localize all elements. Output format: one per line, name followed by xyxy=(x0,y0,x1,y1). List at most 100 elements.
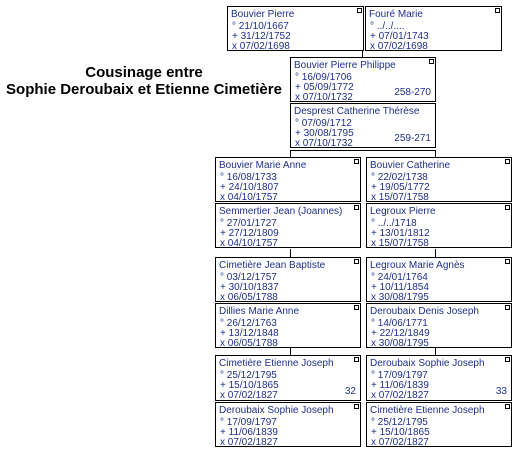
person-marriage: x 07/02/1827 xyxy=(220,437,278,447)
person-name: Legroux Pierre xyxy=(370,206,436,217)
person-birth: ° 14/06/1771 xyxy=(371,318,428,329)
box-corner-marker xyxy=(354,357,359,362)
person-marriage: x 06/05/1788 xyxy=(220,292,278,302)
box-corner-marker xyxy=(505,404,510,409)
box-corner-marker xyxy=(505,305,510,310)
person-death: + 05/09/1772 xyxy=(295,82,354,93)
person-box-foure-marie[interactable]: Fouré Marie ° ../../.... + 07/01/1743 x … xyxy=(365,6,502,51)
person-name: Cimetière Jean Baptiste xyxy=(219,260,326,271)
person-death: + 15/10/1865 xyxy=(371,427,430,438)
person-name: Deroubaix Denis Joseph xyxy=(370,306,479,317)
title-line-2: Sophie Deroubaix et Etienne Cimetière xyxy=(6,81,282,98)
person-death: + 27/12/1809 xyxy=(220,228,279,239)
box-corner-marker xyxy=(354,404,359,409)
person-marriage: x 30/08/1795 xyxy=(371,292,429,302)
person-marriage: x 15/07/1758 xyxy=(371,192,429,202)
connector xyxy=(290,249,291,257)
person-birth: ° 16/08/1733 xyxy=(220,172,277,183)
person-box-legroux-pierre[interactable]: Legroux Pierre ° ../../1718 + 13/01/1812… xyxy=(366,203,512,248)
connector xyxy=(290,150,291,157)
person-death: + 10/11/1854 xyxy=(371,282,429,293)
person-death: + 07/01/1743 xyxy=(370,31,429,42)
person-box-bouvier-marie-anne[interactable]: Bouvier Marie Anne ° 16/08/1733 + 24/10/… xyxy=(215,157,361,202)
person-box-legroux-marie-agnes[interactable]: Legroux Marie Agnès ° 24/01/1764 + 10/11… xyxy=(366,257,512,302)
person-name: Bouvier Pierre xyxy=(231,9,295,20)
person-box-deroubaix-denis-joseph[interactable]: Deroubaix Denis Joseph ° 14/06/1771 + 22… xyxy=(366,303,512,348)
person-name: Dillies Marie Anne xyxy=(219,306,300,317)
box-corner-marker xyxy=(505,159,510,164)
box-corner-marker xyxy=(354,159,359,164)
person-birth: ° 03/12/1757 xyxy=(220,272,277,283)
person-box-deroubaix-sophie-joseph[interactable]: Deroubaix Sophie Joseph ° 17/09/1797 + 1… xyxy=(366,355,512,401)
person-birth: ° ../../1718 xyxy=(371,218,417,229)
person-box-bouvier-pierre[interactable]: Bouvier Pierre ° 21/10/1667 + 31/12/1752… xyxy=(227,6,364,51)
person-box-cimetiere-etienne-joseph[interactable]: Cimetière Etienne Joseph ° 25/12/1795 + … xyxy=(215,355,361,401)
connector xyxy=(435,150,436,157)
person-marriage: x 06/05/1788 xyxy=(220,338,278,348)
person-box-dillies-marie-anne[interactable]: Dillies Marie Anne ° 26/12/1763 + 13/12/… xyxy=(215,303,361,348)
connector xyxy=(290,150,435,151)
person-birth: ° 17/09/1797 xyxy=(220,417,277,428)
person-death: + 13/01/1812 xyxy=(371,228,430,239)
box-corner-marker xyxy=(429,59,434,64)
person-name: Bouvier Catherine xyxy=(370,160,451,171)
connector xyxy=(290,348,291,355)
connector xyxy=(362,50,363,57)
person-marriage: x 07/02/1827 xyxy=(371,437,429,447)
person-ref-number: 32 xyxy=(344,386,356,397)
person-birth: ° 17/09/1797 xyxy=(371,370,428,381)
person-death: + 22/12/1849 xyxy=(371,328,430,339)
person-box-bouvier-pierre-philippe[interactable]: Bouvier Pierre Philippe ° 16/09/1706 + 0… xyxy=(290,57,436,102)
box-corner-marker xyxy=(354,205,359,210)
connector xyxy=(435,249,436,257)
diagram-title: Cousinage entre Sophie Deroubaix et Etie… xyxy=(0,64,288,98)
person-death: + 11/06/1839 xyxy=(371,380,429,391)
person-death: + 13/12/1848 xyxy=(220,328,279,339)
box-corner-marker xyxy=(505,357,510,362)
box-corner-marker xyxy=(354,305,359,310)
person-name: Fouré Marie xyxy=(369,9,423,20)
person-birth: ° 25/12/1795 xyxy=(220,370,277,381)
person-box-cimetiere-etienne-joseph-spouse[interactable]: Cimetière Etienne Joseph ° 25/12/1795 + … xyxy=(366,402,512,447)
connector xyxy=(435,348,436,355)
person-ref-number: 258-270 xyxy=(394,87,431,98)
person-death: + 31/12/1752 xyxy=(232,31,291,42)
person-marriage: x 07/02/1698 xyxy=(370,41,428,51)
person-name: Deroubaix Sophie Joseph xyxy=(219,405,334,416)
person-box-deroubaix-sophie-joseph-spouse[interactable]: Deroubaix Sophie Joseph ° 17/09/1797 + 1… xyxy=(215,402,361,447)
person-birth: ° 24/01/1764 xyxy=(371,272,428,283)
box-corner-marker xyxy=(505,205,510,210)
person-birth: ° 26/12/1763 xyxy=(220,318,277,329)
person-marriage: x 07/10/1732 xyxy=(295,138,353,148)
person-name: Bouvier Pierre Philippe xyxy=(294,60,396,71)
box-corner-marker xyxy=(357,8,362,13)
person-box-semmertier-jean[interactable]: Semmertier Jean (Joannes) ° 27/01/1727 +… xyxy=(215,203,361,248)
person-name: Deroubaix Sophie Joseph xyxy=(370,358,485,369)
person-marriage: x 30/08/1795 xyxy=(371,338,429,348)
person-box-cimetiere-jean-baptiste[interactable]: Cimetière Jean Baptiste ° 03/12/1757 + 3… xyxy=(215,257,361,302)
person-marriage: x 15/07/1758 xyxy=(371,238,429,248)
person-birth: ° 21/10/1667 xyxy=(232,21,289,32)
person-name: Cimetière Etienne Joseph xyxy=(370,405,485,416)
box-corner-marker xyxy=(505,259,510,264)
person-death: + 30/08/1795 xyxy=(295,128,354,139)
person-name: Cimetière Etienne Joseph xyxy=(219,358,334,369)
person-box-bouvier-catherine[interactable]: Bouvier Catherine ° 22/02/1738 + 19/05/1… xyxy=(366,157,512,202)
person-birth: ° 25/12/1795 xyxy=(371,417,428,428)
person-marriage: x 04/10/1757 xyxy=(220,238,278,248)
person-marriage: x 07/10/1732 xyxy=(295,92,353,102)
person-box-desprest-catherine[interactable]: Desprest Catherine Thérèse ° 07/09/1712 … xyxy=(290,103,436,148)
person-birth: ° 07/09/1712 xyxy=(295,118,352,129)
person-name: Desprest Catherine Thérèse xyxy=(294,106,420,117)
box-corner-marker xyxy=(495,8,500,13)
person-ref-number: 259-271 xyxy=(394,133,431,144)
person-death: + 15/10/1865 xyxy=(220,380,279,391)
person-marriage: x 07/02/1827 xyxy=(220,390,278,401)
person-birth: ° 27/01/1727 xyxy=(220,218,277,229)
person-name: Legroux Marie Agnès xyxy=(370,260,465,271)
title-line-1: Cousinage entre xyxy=(85,64,203,81)
person-birth: ° 22/02/1738 xyxy=(371,172,428,183)
person-ref-number: 33 xyxy=(495,386,507,397)
person-birth: ° 16/09/1706 xyxy=(295,72,352,83)
person-marriage: x 07/02/1698 xyxy=(232,41,290,51)
